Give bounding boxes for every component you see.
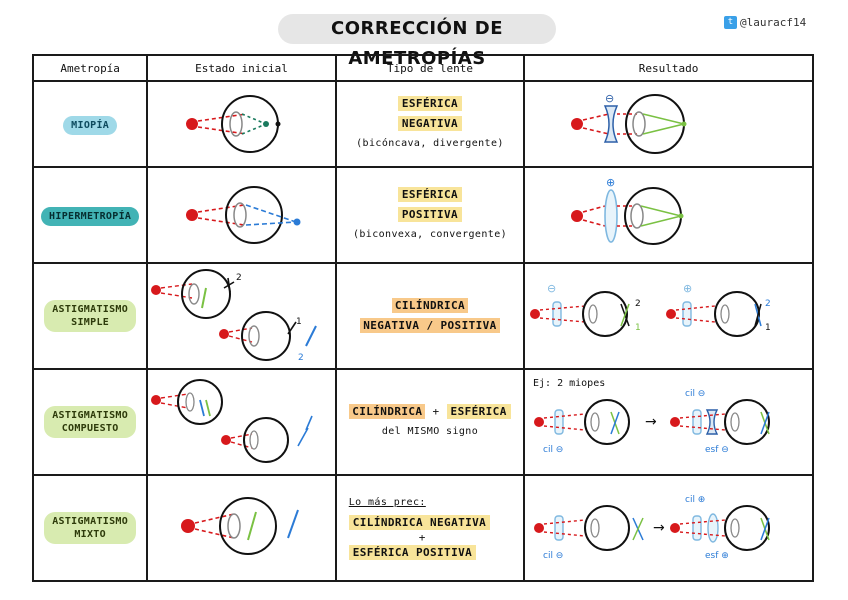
lens-sign: POSITIVA [397,207,463,222]
lens-description: (bicóncava, divergente) [356,138,504,149]
svg-text:2: 2 [298,353,304,363]
result-cell: ⊕ [523,166,814,264]
concave-lens-icon [604,105,619,143]
myopia-result-diagram: ⊖ [571,92,687,154]
ametropia-cell: HIPERMETROPÍA [31,166,149,264]
lens-kind: CILÍNDRICA [391,298,469,313]
lens-kind: ESFÉRICA [397,187,463,202]
initial-state-cell: 2 1 2 [146,262,337,370]
result-cell: cil ⊖ → cil ⊕ esf ⊕ [523,474,814,582]
example-label: Ej: 2 miopes [533,378,605,389]
initial-state-cell [146,166,337,264]
svg-text:esf ⊖: esf ⊖ [705,445,729,455]
lens-type-cell: CILÍNDRICA NEGATIVA / POSITIVA [334,262,526,370]
svg-text:⊖: ⊖ [547,282,556,295]
hyperopia-result-diagram: ⊕ [571,176,684,245]
ametropia-label: MIOPÍA [63,116,118,135]
page-title: CORRECCIÓN DE AMETROPÍAS [278,14,556,69]
svg-text:⊕: ⊕ [683,282,692,295]
column-header: Ametropía [31,54,149,82]
mixed-astigmatism-diagram [181,497,300,555]
lens-type-cell: ESFÉRICA POSITIVA (biconvexa, convergent… [334,166,526,264]
table-row: HIPERMETROPÍA ESFÉRICA POSITIVA (biconve… [31,166,814,264]
result-cell: ⊖ 2 1 ⊕ 2 1 [523,262,814,370]
lens-sign: NEGATIVA [397,116,463,131]
lens-kind-secondary: ESFÉRICA POSITIVA [348,545,477,560]
arrow-icon: → [645,414,657,430]
initial-state-cell [146,474,337,582]
svg-text:2: 2 [236,273,242,283]
twitter-icon: t [724,15,737,29]
lens-kind: ESFÉRICA [397,96,463,111]
compound-astigmatism-result: Ej: 2 miopes cil ⊖ → cil ⊖ esf ⊖ [533,378,771,455]
lens-description: del MISMO signo [381,426,479,437]
svg-text:1: 1 [635,323,641,333]
myopia-eye-diagram [186,95,281,153]
convex-lens-icon [604,189,619,243]
handle-text: @lauracf14 [740,16,807,29]
compound-astigmatism-diagram [151,379,314,463]
correction-table: Ametropía Estado inicial Tipo de lente R… [31,54,814,582]
lens-sign-label: ⊖ [605,92,614,105]
svg-text:cil ⊖: cil ⊖ [543,551,563,561]
svg-text:1: 1 [296,317,302,327]
lens-sign-label: ⊕ [606,176,615,189]
ametropia-label: HIPERMETROPÍA [41,207,140,226]
result-cell: ⊖ [523,80,814,168]
column-header: Tipo de lente [334,54,526,82]
svg-text:2: 2 [635,299,641,309]
svg-text:cil ⊖: cil ⊖ [685,389,705,399]
simple-astigmatism-result: ⊖ 2 1 ⊕ 2 1 [530,282,771,337]
svg-text:1: 1 [765,323,771,333]
lens-type-cell: ESFÉRICA NEGATIVA (bicóncava, divergente… [334,80,526,168]
svg-text:cil ⊕: cil ⊕ [685,495,705,505]
lens-kind-secondary: ESFÉRICA [446,404,511,419]
ametropia-cell: MIOPÍA [31,80,149,168]
lens-description: (biconvexa, convergente) [352,229,508,240]
simple-astigmatism-diagram: 2 1 2 [151,269,318,363]
svg-text:2: 2 [765,299,771,309]
lens-kind: CILÍNDRICA NEGATIVA [348,515,491,530]
hyperopia-eye-diagram [186,186,301,244]
object-dot [186,118,199,130]
table-row: MIOPÍA ESFÉRICA NEGATIVA (bicóncava, div… [31,80,814,168]
lens-kind: CILÍNDRICA [349,404,426,419]
lens-type-cell: Lo más prec: CILÍNDRICA NEGATIVA + ESFÉR… [334,474,526,582]
crystalline-lens [229,111,244,137]
table-header-row: Ametropía Estado inicial Tipo de lente R… [31,54,814,82]
initial-state-cell [146,80,337,168]
result-cell: Ej: 2 miopes cil ⊖ → cil ⊖ esf ⊖ [523,368,814,476]
author-handle: t@lauracf14 [724,14,806,32]
initial-state-cell [146,368,337,476]
cylinder-lens-icon [552,301,562,327]
arrow-icon: → [653,520,665,536]
lens-sign: NEGATIVA / POSITIVA [360,318,500,333]
svg-text:cil ⊖: cil ⊖ [543,445,563,455]
svg-text:esf ⊕: esf ⊕ [705,551,729,561]
column-header: Estado inicial [146,54,337,82]
column-header: Resultado [523,54,814,82]
lens-type-cell: CILÍNDRICA + ESFÉRICA del MISMO signo [334,368,526,476]
lens-intro: Lo más prec: [348,497,426,508]
mixed-astigmatism-result: cil ⊖ → cil ⊕ esf ⊕ [534,495,771,561]
